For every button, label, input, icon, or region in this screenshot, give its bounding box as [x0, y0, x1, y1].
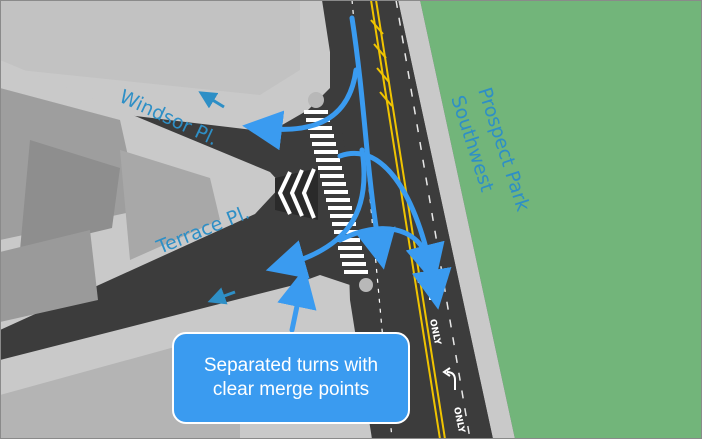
- callout-pointer-arrow: [277, 267, 317, 333]
- left-to-terrace-arrow: [265, 147, 367, 279]
- north-block-building: [0, 0, 300, 95]
- curb-bulb-south: [359, 278, 373, 292]
- middle-block-building-b: [20, 140, 120, 250]
- callout-text: Separated turns with clear merge points: [203, 355, 379, 400]
- middle-block-building-c: [120, 150, 220, 260]
- terrace-direction-arrow: [207, 287, 236, 305]
- lane-line-dashed: [395, 0, 471, 439]
- windsor-direction-arrow: [198, 91, 225, 109]
- park-sidewalk: [398, 0, 515, 439]
- turn-arrow-marking-lower: [442, 367, 456, 390]
- curb-bulb-north: [308, 92, 324, 108]
- park-area: [420, 0, 702, 439]
- center-line-b: [375, 0, 446, 439]
- terrace-to-park-arrow: [337, 226, 445, 285]
- left-to-windsor-arrow: [242, 67, 359, 151]
- turn-movement-arrows: [242, 15, 452, 333]
- middle-block-building-d: [0, 230, 98, 322]
- chevron-island: [275, 168, 318, 220]
- median-hatching: [370, 19, 393, 107]
- callout-box: Separated turns with clear merge points: [172, 332, 410, 424]
